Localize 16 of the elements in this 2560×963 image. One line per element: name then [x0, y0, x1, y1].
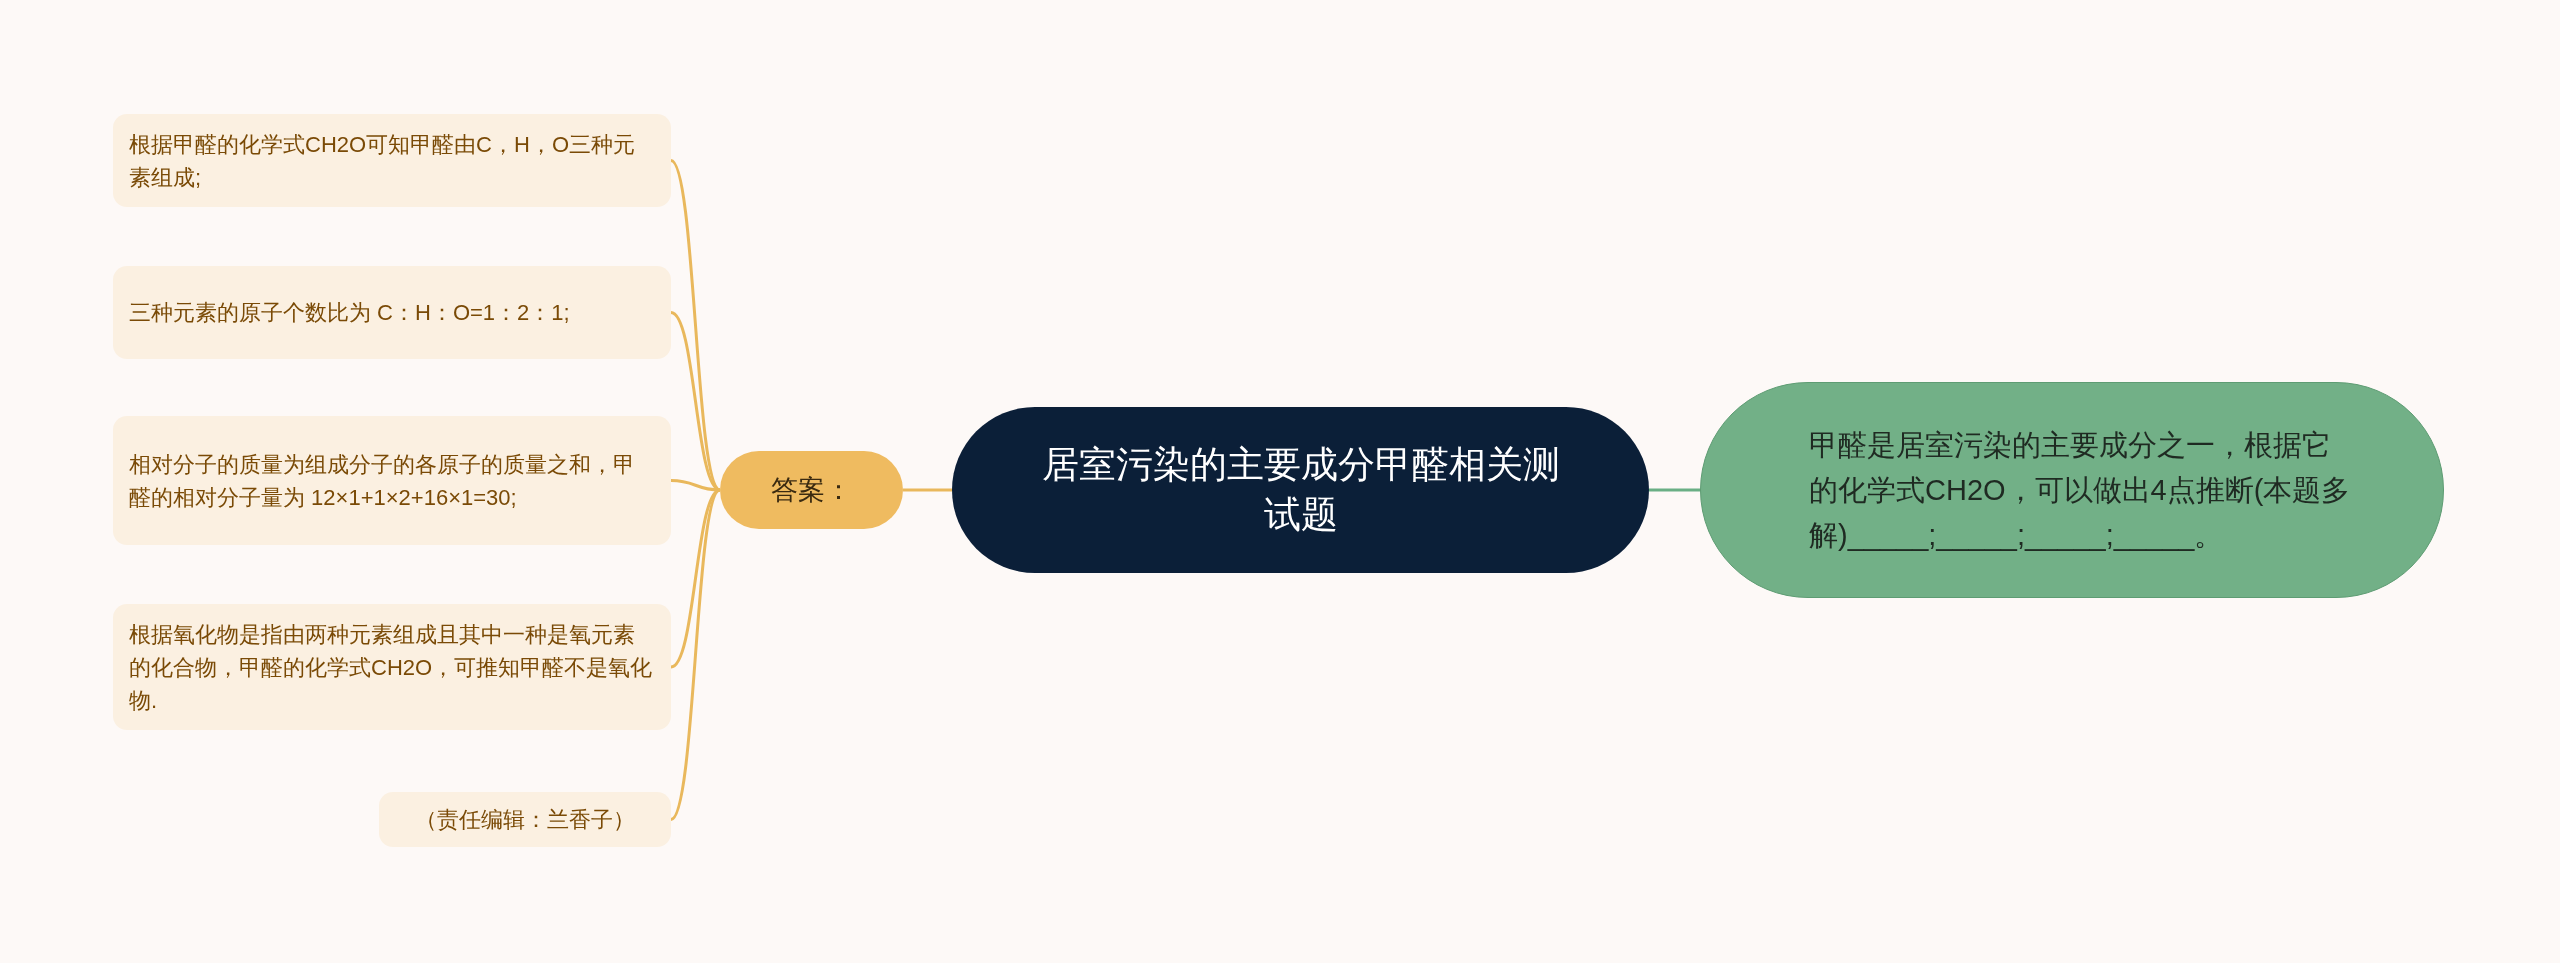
- node-text: 相对分子的质量为组成分子的各原子的质量之和，甲醛的相对分子量为 12×1+1×2+16×1=30;: [129, 450, 636, 512]
- leaf-card: [113, 114, 671, 207]
- leaf-card: [379, 792, 671, 847]
- node-text: 甲醛是居室污染的主要成分之一，根据它的化学式CH2O，可以做出4点推断(本题多解)_____;_____;_____;_____。: [1809, 427, 2352, 553]
- node-text: （责任编辑：兰香子）: [415, 806, 635, 834]
- leaf-card: [113, 604, 671, 730]
- node-text: 答案：: [771, 473, 852, 507]
- connector-line: [1649, 488, 1700, 492]
- node-text: 居室污染的主要成分甲醛相关测试题: [1040, 443, 1561, 537]
- node-text: 三种元素的原子个数比为 C：H：O=1：2：1;: [129, 299, 570, 327]
- node-text: 根据甲醛的化学式CH2O可知甲醛由C，H，O三种元素组成;: [129, 130, 636, 192]
- leaf-card: [113, 416, 671, 545]
- leaf-card: [113, 266, 671, 359]
- connector-line: [669, 489, 722, 821]
- node-text: 根据氧化物是指由两种元素组成且其中一种是氧元素的化合物，甲醛的化学式CH2O，可推知甲醛不是氧化物.: [129, 620, 654, 715]
- connector-line: [903, 488, 952, 492]
